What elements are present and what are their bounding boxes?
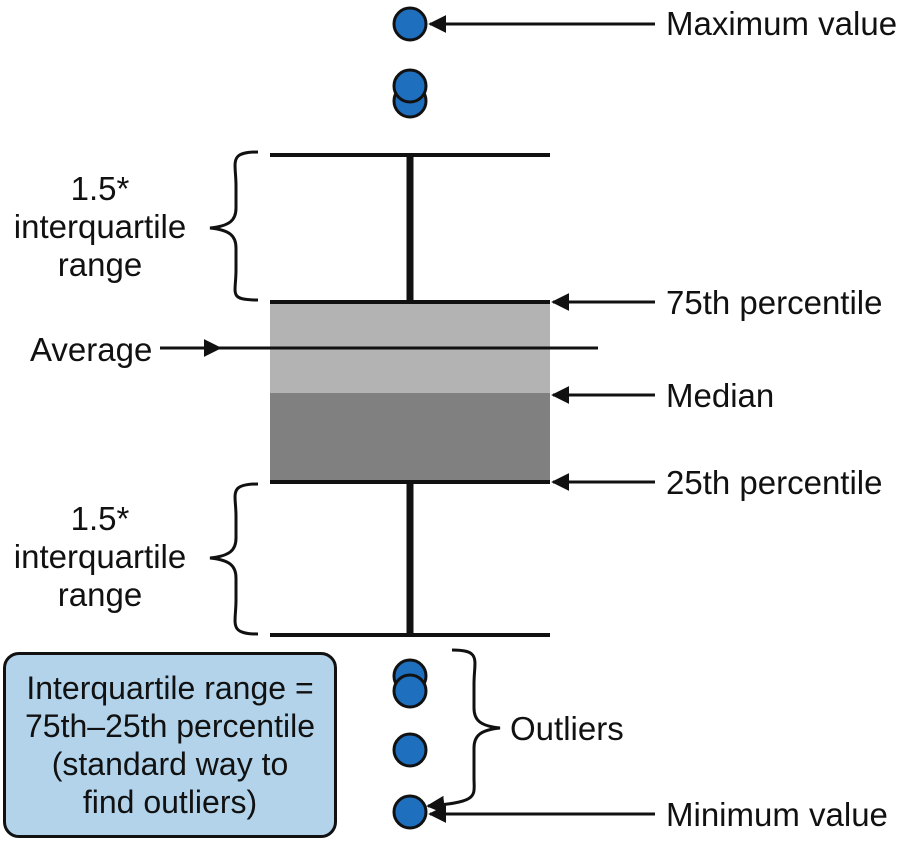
iqr-note-line: find outliers) <box>82 784 258 820</box>
upper-whisker-label-line: range <box>58 246 142 283</box>
upper-point <box>392 68 428 104</box>
iqr-note-line: Interquartile range = <box>26 670 314 706</box>
median-label: Median <box>666 377 774 414</box>
outliers-label: Outliers <box>510 710 624 747</box>
min-point <box>392 794 428 830</box>
lower-box <box>270 393 550 482</box>
upper-brace <box>209 150 259 302</box>
upper-whisker-label-line: 1.5* <box>71 170 130 207</box>
lower-whisker-label-line: range <box>58 576 142 613</box>
max-point <box>392 6 428 42</box>
average-label: Average <box>30 331 152 368</box>
lower-whisker-label-line: 1.5* <box>71 500 130 537</box>
outlier-point <box>392 732 428 768</box>
maximum-label: Maximum value <box>666 5 897 42</box>
p75-label: 75th percentile <box>666 284 882 321</box>
outlier-point <box>392 673 428 709</box>
iqr-note-line: 75th–25th percentile <box>25 708 315 744</box>
lower-brace <box>209 482 259 636</box>
p25-label: 25th percentile <box>666 464 882 501</box>
iqr-note-line: (standard way to <box>51 746 289 782</box>
upper-whisker-label-line: interquartile <box>14 208 186 245</box>
minimum-label: Minimum value <box>666 796 888 833</box>
outliers-brace <box>426 648 501 814</box>
lower-whisker-label-line: interquartile <box>14 538 186 575</box>
iqr-note-box: Interquartile range = 75th–25th percenti… <box>3 652 337 838</box>
